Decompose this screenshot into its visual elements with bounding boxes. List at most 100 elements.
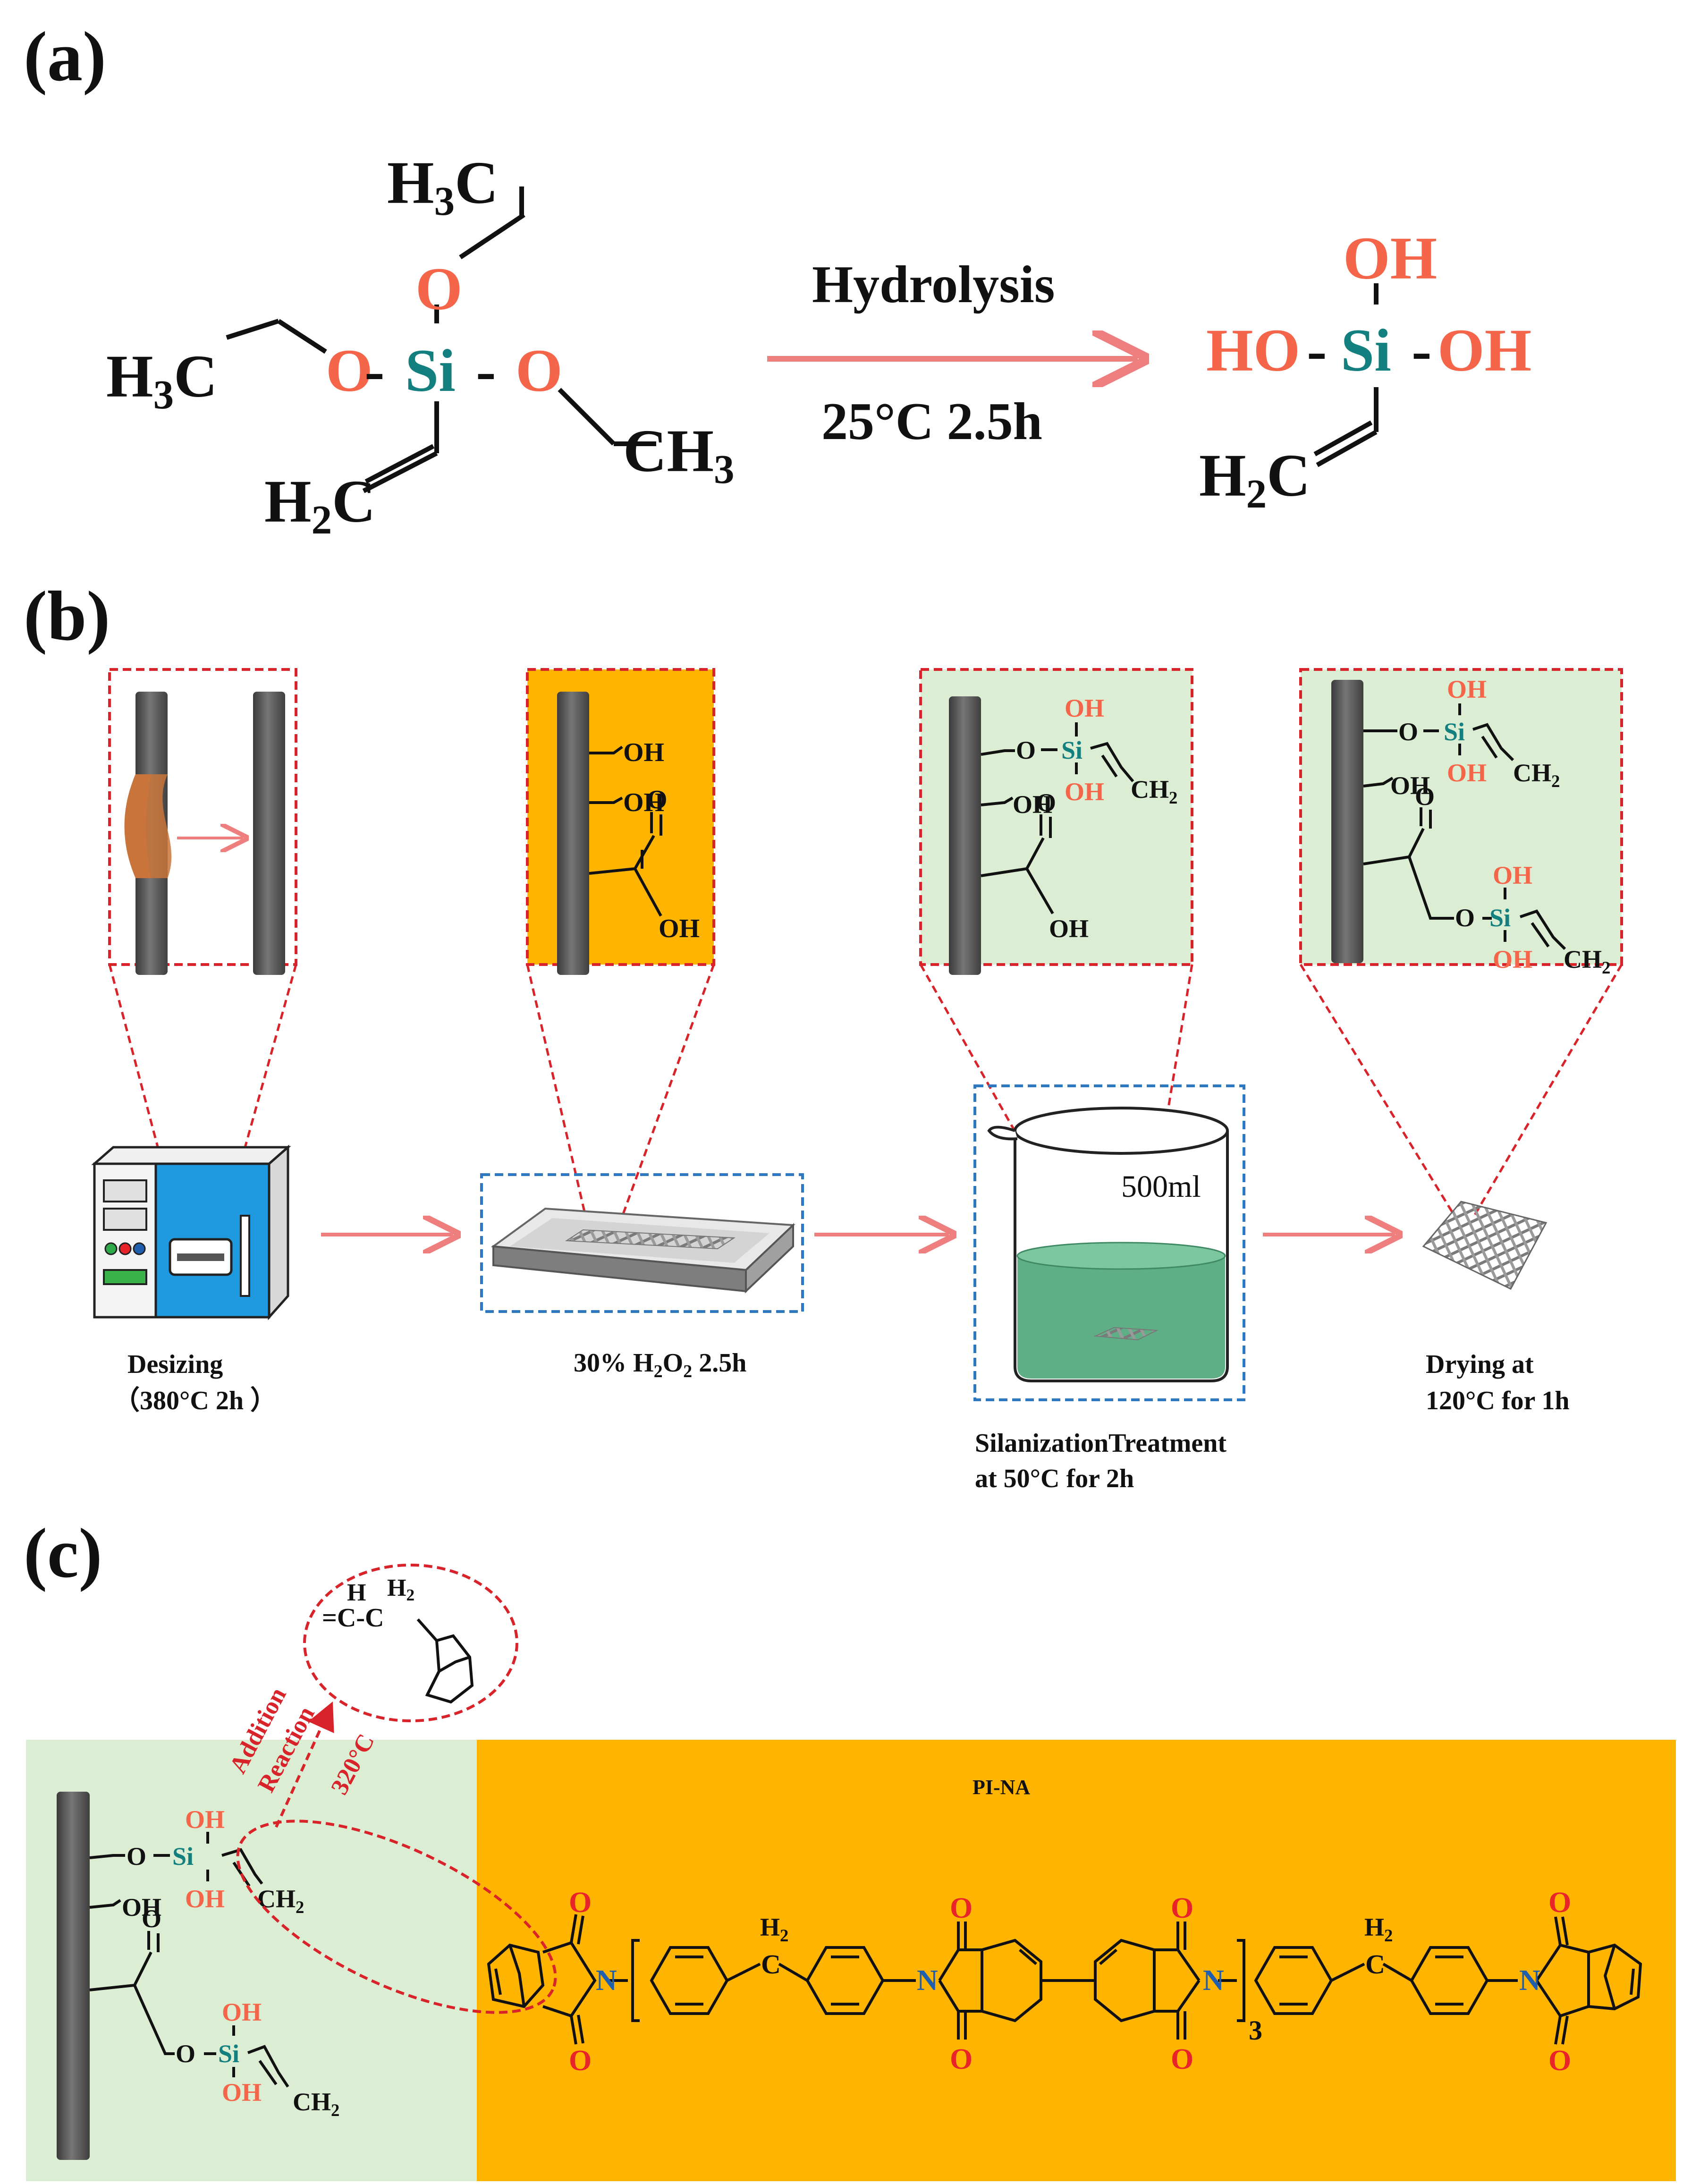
oxidation-tray: [480, 1173, 804, 1313]
svg-text:C: C: [761, 1949, 781, 1980]
svg-text:H2: H2: [387, 1575, 414, 1604]
svg-text:C: C: [1365, 1949, 1385, 1980]
step-labels: Desizing （380°C 2h ） 30% H2O2 2.5h Silan…: [113, 1348, 1569, 1493]
beaker-volume-label: 500ml: [1121, 1169, 1201, 1204]
svg-text:OH: OH: [1447, 675, 1487, 703]
sizing-layer-edge: [124, 774, 151, 878]
svg-text:H3C: H3C: [387, 149, 499, 224]
svg-text:CH2: CH2: [257, 1885, 304, 1917]
svg-text:OH: OH: [659, 914, 700, 943]
product-oh-top: OH: [1343, 225, 1437, 292]
svg-text:OH: OH: [1390, 771, 1430, 800]
norbornene-circle: H H2 =C-C: [303, 1564, 518, 1722]
svg-text:O: O: [1548, 2045, 1571, 2077]
svg-text:N: N: [1519, 1964, 1540, 1997]
svg-text:O: O: [950, 2043, 973, 2075]
reaction-site-ellipse: [236, 1820, 557, 2014]
svg-text:CH2: CH2: [1564, 945, 1610, 977]
svg-text:-: -: [1412, 317, 1432, 384]
svg-text:Si: Si: [1061, 736, 1083, 764]
svg-text:O: O: [1548, 1887, 1571, 1919]
panel-label-a: (a): [24, 17, 106, 96]
furnace-illustration: [91, 1144, 291, 1321]
desized-fiber: [253, 692, 285, 975]
svg-text:OH: OH: [1013, 790, 1052, 819]
arrow-label-conditions: 25°C 2.5h: [821, 392, 1042, 451]
pi-na-matrix-region: [477, 1740, 1676, 2181]
svg-text:N: N: [596, 1964, 617, 1997]
svg-text:H: H: [347, 1579, 366, 1606]
svg-text:O: O: [1036, 788, 1056, 817]
svg-text:OH: OH: [1447, 759, 1487, 787]
svg-text:OH: OH: [1065, 694, 1104, 722]
svg-text:OH: OH: [623, 788, 664, 817]
svg-text:OH: OH: [1493, 945, 1532, 973]
pi-na-structure: [487, 1914, 1642, 2045]
svg-text:O: O: [950, 1892, 973, 1924]
silanization-beaker: 500ml: [973, 1084, 1245, 1401]
hydrolysis-arrow: Hydrolysis 25°C 2.5h: [767, 255, 1138, 451]
svg-text:O: O: [1415, 782, 1435, 811]
step-3-line2: at 50°C for 2h: [975, 1464, 1134, 1493]
step-3-line1: SilanizationTreatment: [975, 1429, 1226, 1458]
zoom-box-desizing: [108, 668, 297, 975]
product-ho-left: HO: [1206, 317, 1300, 384]
reactant-o-top: O: [415, 255, 463, 322]
svg-text:CH3: CH3: [623, 417, 735, 492]
svg-text:N: N: [917, 1964, 938, 1997]
fiber-interface-region: [26, 1740, 479, 2181]
svg-text:-: -: [476, 337, 496, 404]
svg-text:H2: H2: [1364, 1913, 1393, 1945]
panel-label-b: (b): [24, 577, 110, 655]
matrix-label: PI-NA: [973, 1776, 1030, 1799]
svg-text:O: O: [1455, 904, 1475, 932]
step-4-line2: 120°C for 1h: [1426, 1386, 1569, 1415]
svg-text:O: O: [569, 2045, 592, 2077]
panel-label-c: (c): [24, 1514, 102, 1592]
svg-text:O: O: [176, 2040, 195, 2068]
svg-text:OH: OH: [185, 1805, 225, 1834]
svg-text:OH: OH: [185, 1885, 225, 1913]
svg-text:O: O: [142, 1905, 161, 1933]
svg-text:H2: H2: [760, 1913, 788, 1945]
svg-text:O: O: [1398, 718, 1418, 746]
svg-text:OH: OH: [122, 1893, 161, 1922]
step-1-line1: Desizing: [127, 1350, 223, 1379]
svg-text:O: O: [569, 1887, 592, 1919]
pi-na-atom-labels: N O O H2 C N O O O O N 3 H2 C N O O: [569, 1887, 1571, 2077]
svg-text:-: -: [1307, 317, 1327, 384]
step-2-line1: 30% H2O2 2.5h: [574, 1348, 746, 1381]
step-1-line2: （380°C 2h ）: [113, 1386, 277, 1415]
interface-fiber: O Si OH OH CH2 OH O O Si OH OH CH2: [57, 1792, 339, 2160]
zoom-projection-lines: [108, 964, 1623, 1337]
zoom-box-dried: O Si OH OH CH2 OH O O Si OH OH CH2: [1299, 668, 1623, 977]
svg-text:H3C: H3C: [106, 343, 218, 417]
product-si: Si: [1341, 317, 1391, 384]
svg-text:OH: OH: [222, 1998, 262, 2026]
svg-text:=C-C: =C-C: [322, 1603, 384, 1633]
svg-text:Si: Si: [1444, 718, 1465, 746]
svg-text:H2C: H2C: [264, 468, 376, 542]
svg-text:H2C: H2C: [1199, 442, 1311, 516]
reactant-si: Si: [405, 337, 456, 404]
zoom-box-silanization: O Si OH OH CH2 OH O OH: [919, 668, 1193, 975]
svg-text:Si: Si: [172, 1842, 194, 1871]
reactant-vinyltriethoxysilane: H3C O H3C O - Si - O CH3 H2C: [106, 149, 735, 542]
svg-text:-: -: [364, 337, 385, 404]
svg-text:O: O: [1171, 2043, 1193, 2075]
svg-text:CH2: CH2: [293, 2088, 339, 2120]
arrow-label-hydrolysis: Hydrolysis: [812, 255, 1055, 314]
svg-text:O: O: [1016, 736, 1036, 764]
svg-text:OH: OH: [1065, 778, 1104, 806]
svg-text:O: O: [647, 785, 668, 814]
svg-text:O: O: [1171, 1892, 1193, 1924]
svg-text:O: O: [127, 1842, 146, 1871]
svg-text:OH: OH: [1493, 861, 1532, 889]
svg-text:Si: Si: [1489, 904, 1511, 932]
svg-text:N: N: [1203, 1964, 1224, 1997]
svg-text:OH: OH: [623, 738, 664, 767]
svg-text:CH2: CH2: [1513, 759, 1560, 791]
svg-text:OH: OH: [1049, 914, 1089, 943]
product-oh-right: OH: [1438, 317, 1531, 384]
